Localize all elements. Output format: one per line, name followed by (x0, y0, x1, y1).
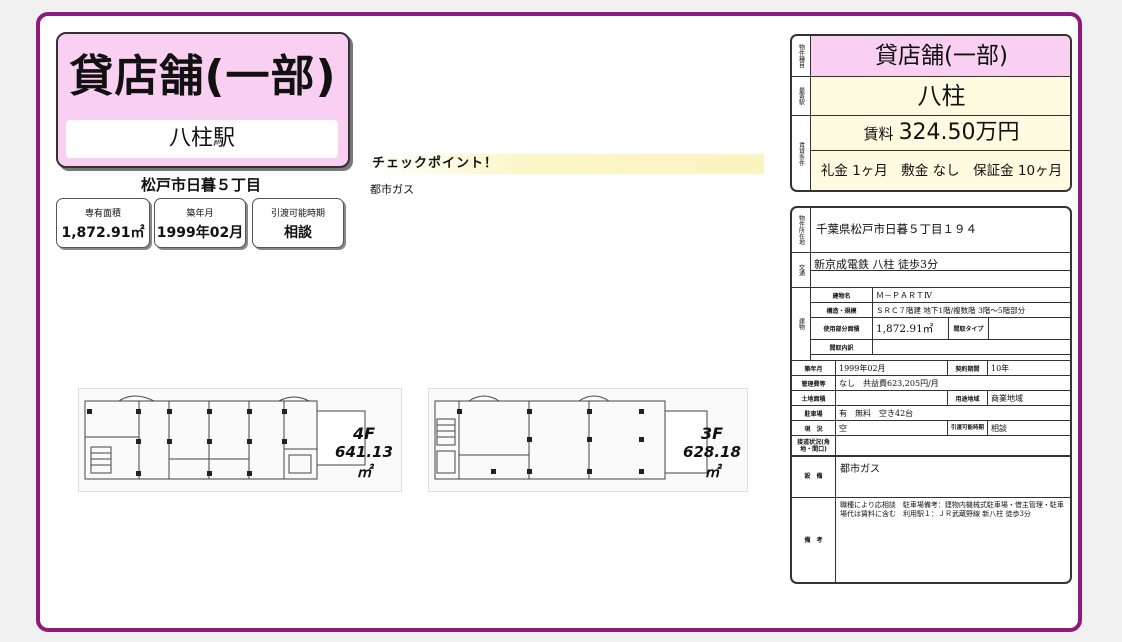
layout-type-label: 間取タイプ (948, 317, 989, 340)
facilities-label: 設 備 (792, 457, 836, 497)
floor-number: 4F (352, 424, 376, 443)
location-label: 物件所在地 (792, 208, 811, 252)
info-value: 相談 (284, 225, 312, 241)
zoning-label: 用途地域 (947, 390, 988, 406)
building-name-value: Ｍ－ＰＡＲＴⅣ (872, 287, 1070, 303)
summary-station-label: 最寄駅 (792, 77, 811, 115)
structure-value: ＳＲＣ７階建 地下1階/複数階 3階～5階部分 (872, 302, 1070, 318)
floor-number: 3F (700, 424, 724, 443)
building-name-label: 建物名 (810, 287, 873, 303)
floor-plan-3f (428, 388, 748, 492)
transport-label: 交通 (792, 253, 811, 287)
layout-type-value (988, 317, 1070, 340)
summary-station-value: 八柱 (811, 77, 1070, 115)
area-label: 使用部分面積 (810, 317, 873, 340)
status-value: 空 (835, 420, 948, 436)
floor-area: 641.13 ㎡ (335, 443, 393, 481)
summary-type-value: 貸店舗(一部) (811, 36, 1070, 76)
land-value (835, 390, 948, 406)
parking-label: 駐車場 (792, 405, 836, 421)
detail-panel: 物件所在地 千葉県松戸市日暮５丁目１９４ 交通 新京成電鉄 八柱 徒歩3分 建物… (790, 206, 1072, 584)
info-box-built: 築年月 1999年02月 (154, 198, 246, 248)
floor-label-4f: 4F 641.13 ㎡ (334, 424, 394, 482)
info-label: 引渡可能時期 (270, 209, 325, 219)
handover-value: 相談 (987, 420, 1070, 436)
area-value: 1,872.91㎡ (872, 317, 949, 340)
info-label: 築年月 (186, 209, 214, 219)
short-address: 松戸市日暮５丁目 (140, 176, 261, 194)
remarks-label: 備 考 (792, 498, 836, 582)
summary-rent: 賃料 324.50万円 (811, 116, 1070, 150)
status-label: 現 況 (792, 420, 836, 436)
property-type-title: 貸店舗(一部) (69, 51, 337, 102)
building-table: 建物名 Ｍ－ＰＡＲＴⅣ 構造・規模 ＳＲＣ７階建 地下1階/複数階 3階～5階部… (810, 287, 1070, 355)
handover-label: 引渡可能時期 (947, 420, 988, 436)
rent-label: 賃料 (863, 125, 894, 143)
checkpoint-text: 都市ガス (370, 183, 414, 196)
info-value: 1,872.91㎡ (61, 225, 145, 241)
contract-value: 10年 (987, 360, 1070, 376)
mgmt-value: なし 共益費623,205円/月 (835, 375, 1070, 391)
transport-value: 新京成電鉄 八柱 徒歩3分 (814, 258, 938, 271)
building-table-wrap: 建物名 Ｍ－ＰＡＲＴⅣ 構造・規模 ＳＲＣ７階建 地下1階/複数階 3階～5階部… (810, 287, 1070, 361)
summary-type-label: 物件種目 (792, 36, 811, 76)
facilities-value: 都市ガス (840, 464, 880, 475)
info-label: 専有面積 (84, 209, 121, 219)
land-label: 土地面積 (792, 390, 836, 406)
floor-plan-4f (78, 388, 402, 492)
contract-label: 契約期間 (947, 360, 988, 376)
floor-area: 628.18 ㎡ (683, 443, 741, 481)
structure-label: 構造・規模 (810, 302, 873, 318)
info-box-handover: 引渡可能時期 相談 (252, 198, 344, 248)
detail-table-wrap: 築年月 1999年02月 契約期間 10年 管理費等 なし 共益費623,205… (792, 360, 1070, 456)
location-value: 千葉県松戸市日暮５丁目１９４ (816, 222, 977, 236)
checkpoint-title: チェックポイント！ (370, 154, 764, 174)
building-label: 建物 (792, 288, 811, 360)
floor-label-3f: 3F 628.18 ㎡ (680, 424, 744, 482)
property-type-card: 貸店舗(一部) 八柱駅 (56, 32, 350, 168)
road-label: 接道状況(角地・間口) (792, 435, 836, 456)
property-sheet: 貸店舗(一部) 八柱駅 松戸市日暮５丁目 専有面積 1,872.91㎡ 築年月 … (36, 12, 1082, 632)
layout-detail-label: 間取内訳 (810, 339, 873, 355)
info-box-area: 専有面積 1,872.91㎡ (56, 198, 150, 248)
summary-panel: 物件種目 貸店舗(一部) 最寄駅 八柱 賃貸条件 賃料 324.50万円 礼金 … (790, 34, 1072, 192)
rent-value: 324.50万円 (898, 120, 1020, 145)
mgmt-label: 管理費等 (792, 375, 836, 391)
summary-conditions-label: 賃貸条件 (792, 116, 811, 190)
parking-value: 有 無料 空き42台 (835, 405, 1070, 421)
zoning-value: 商業地域 (987, 390, 1070, 406)
detail-table: 築年月 1999年02月 契約期間 10年 管理費等 なし 共益費623,205… (792, 360, 1070, 456)
floor-plan-3f-drawing (434, 395, 708, 480)
info-value: 1999年02月 (156, 225, 244, 241)
station-name: 八柱駅 (66, 120, 338, 158)
built-label: 築年月 (792, 360, 836, 376)
summary-terms: 礼金 1ヶ月 敷金 なし 保証金 10ヶ月 (811, 151, 1070, 190)
floor-plan-4f-drawing (84, 395, 366, 480)
built-value: 1999年02月 (835, 360, 948, 376)
road-value (835, 435, 1070, 456)
layout-detail-value (872, 339, 1070, 355)
remarks-value: 職種により応相談 駐車場備考：建物内機械式駐車場・借主管理・駐車場代は賃料に含む… (840, 501, 1064, 518)
